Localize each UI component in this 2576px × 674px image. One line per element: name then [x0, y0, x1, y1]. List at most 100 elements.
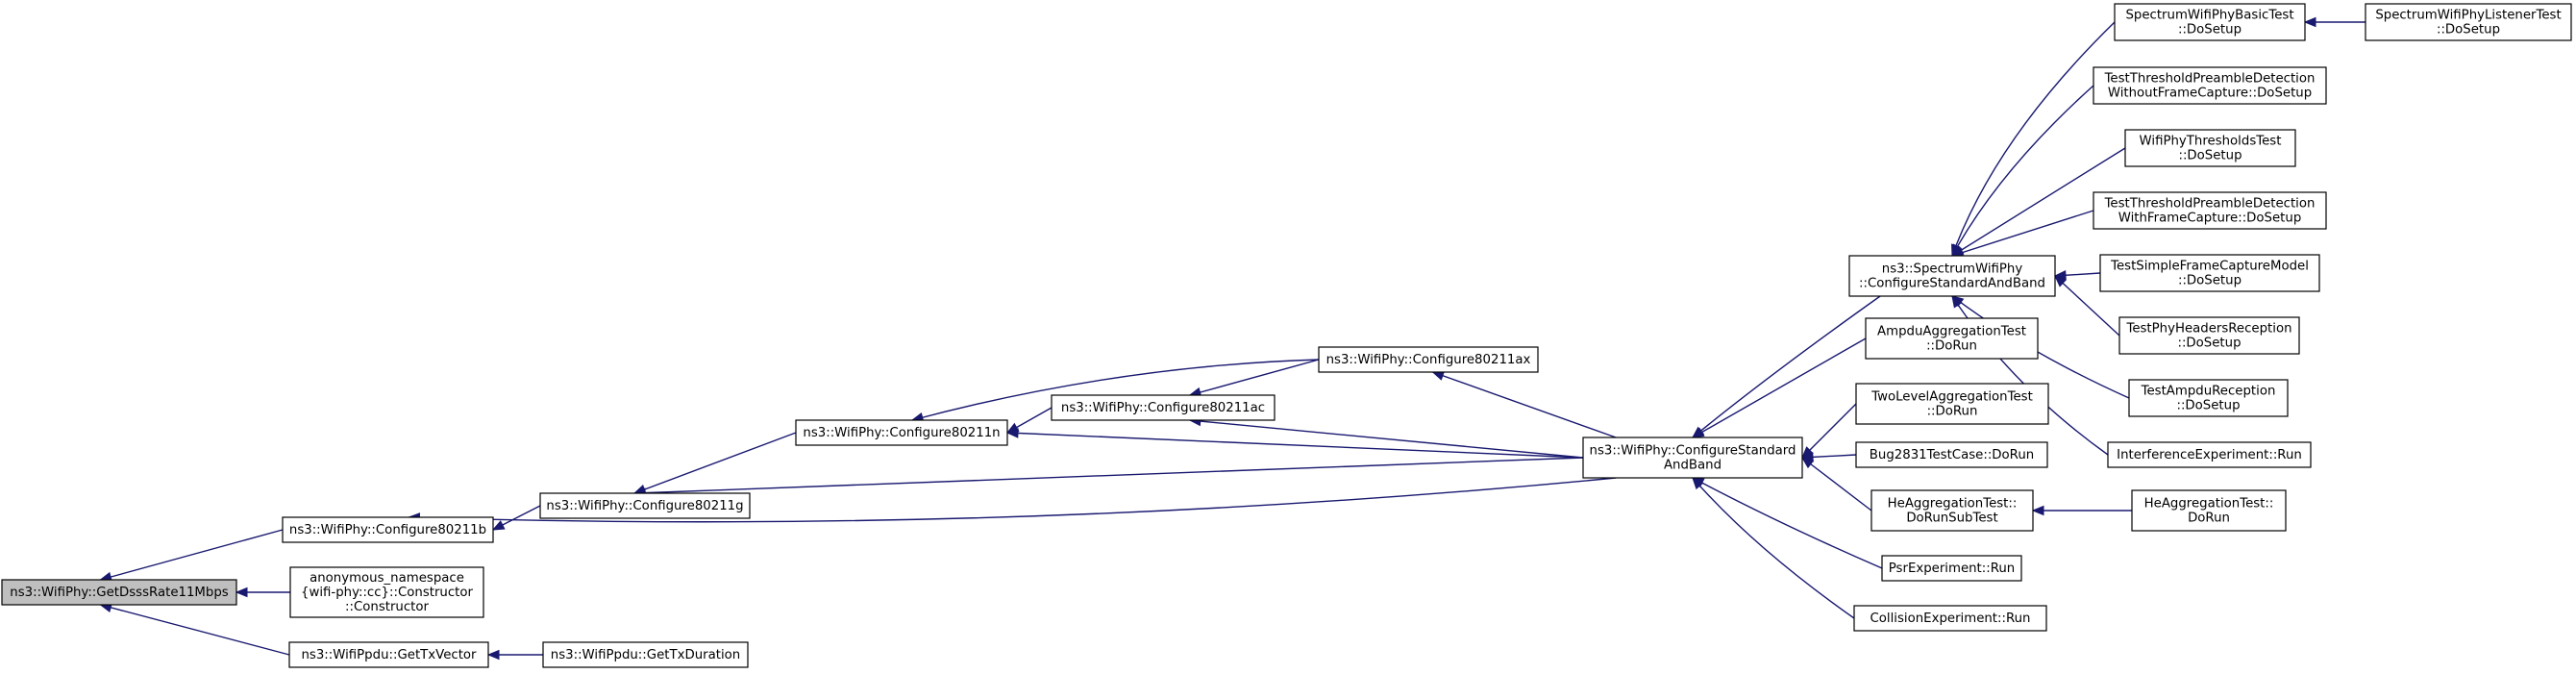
node-label: TestThresholdPreambleDetection	[2104, 197, 2316, 212]
edge-c80211n-to-c80211g	[633, 432, 797, 494]
node-wpthresholds[interactable]: WifiPhyThresholdsTest::DoSetup	[2124, 129, 2296, 167]
node-box-wpthresholds[interactable]	[2124, 129, 2296, 167]
node-psr[interactable]: PsrExperiment::Run	[1881, 555, 2022, 582]
node-box-ttpdwithout[interactable]	[2093, 66, 2327, 105]
node-label: ::ConfigureStandardAndBand	[1859, 277, 2045, 291]
arrowhead	[486, 649, 500, 661]
node-label: TestThresholdPreambleDetection	[2104, 72, 2316, 87]
node-box-herun[interactable]	[2131, 489, 2287, 532]
edges-layer	[99, 16, 2365, 661]
node-label: ::Constructor	[345, 600, 430, 614]
node-tsfcm[interactable]: TestSimpleFrameCaptureModel::DoSetup	[2099, 254, 2320, 292]
node-swpbasic[interactable]: SpectrumWifiPhyBasicTest::DoSetup	[2114, 3, 2306, 41]
node-label: PsrExperiment::Run	[1889, 562, 2015, 576]
node-label: ::DoSetup	[2437, 23, 2500, 37]
node-scsab[interactable]: ns3::SpectrumWifiPhy::ConfigureStandardA…	[1848, 255, 2056, 297]
node-label: ns3::SpectrumWifiPhy	[1882, 262, 2023, 277]
node-label: HeAggregationTest::	[2144, 497, 2274, 512]
node-label: InterferenceExperiment::Run	[2117, 448, 2302, 462]
node-label: ns3::WifiPhy::ConfigureStandard	[1590, 444, 1796, 459]
node-c80211ax[interactable]: ns3::WifiPhy::Configure80211ax	[1318, 346, 1539, 373]
node-label: ns3::WifiPhy::Configure80211b	[289, 523, 486, 537]
node-box-root[interactable]	[1, 579, 237, 606]
edge-psr-to-csab	[1692, 477, 1883, 569]
node-box-c80211b[interactable]	[282, 516, 494, 543]
arrowhead	[2031, 505, 2044, 516]
node-root[interactable]: ns3::WifiPhy::GetDsssRate11Mbps	[1, 579, 237, 606]
node-box-tphr[interactable]	[2118, 316, 2300, 355]
edge-csab-to-c80211b	[409, 477, 1617, 523]
node-label: DoRun	[2188, 512, 2230, 526]
node-box-interference[interactable]	[2107, 441, 2312, 468]
edge-csab-to-c80211ax	[1432, 371, 1617, 438]
node-box-c80211n[interactable]	[795, 419, 1008, 446]
node-box-ttpdwith[interactable]	[2093, 191, 2327, 230]
arrowhead	[1691, 427, 1705, 438]
node-box-tsfcm[interactable]	[2099, 254, 2320, 292]
node-box-collision[interactable]	[1853, 605, 2047, 632]
node-box-bug2831[interactable]	[1855, 441, 2048, 468]
edge-swpbasic-to-scsab	[1951, 21, 2116, 257]
arrowhead	[1431, 370, 1446, 381]
edge-wpthresholds-to-scsab	[1951, 147, 2126, 257]
node-ampdu[interactable]: AmpduAggregationTest::DoRun	[1865, 317, 2039, 360]
node-label: AmpduAggregationTest	[1877, 325, 2026, 339]
arrowhead	[491, 520, 506, 531]
node-label: ::DoRun	[1927, 405, 1978, 419]
node-c80211b[interactable]: ns3::WifiPhy::Configure80211b	[282, 516, 494, 543]
node-box-ampdu[interactable]	[1865, 317, 2039, 360]
node-ttpdwith[interactable]: TestThresholdPreambleDetectionWithFrameC…	[2093, 191, 2327, 230]
node-label: TestPhyHeadersReception	[2125, 322, 2291, 337]
node-hesub[interactable]: HeAggregationTest::DoRunSubTest	[1870, 489, 2034, 532]
node-gettxvector[interactable]: ns3::WifiPpdu::GetTxVector	[288, 641, 489, 668]
node-label: ::DoSetup	[2178, 23, 2242, 37]
node-label: ns3::WifiPhy::GetDsssRate11Mbps	[10, 586, 228, 600]
node-label: ns3::WifiPhy::Configure80211n	[803, 426, 1000, 440]
node-label: TestAmpduReception	[2141, 385, 2276, 399]
edge-csab-to-c80211ac	[1189, 419, 1584, 459]
node-label: WifiPhyThresholdsTest	[2140, 135, 2282, 149]
node-c80211ac[interactable]: ns3::WifiPhy::Configure80211ac	[1051, 394, 1276, 421]
node-box-anon[interactable]	[289, 566, 484, 618]
node-interference[interactable]: InterferenceExperiment::Run	[2107, 441, 2312, 468]
node-bug2831[interactable]: Bug2831TestCase::DoRun	[1855, 441, 2048, 468]
node-label: ::DoSetup	[2176, 399, 2240, 413]
node-label: WithFrameCapture::DoSetup	[2118, 212, 2302, 226]
node-c80211g[interactable]: ns3::WifiPhy::Configure80211g	[539, 492, 751, 519]
arrowhead	[2054, 275, 2068, 287]
node-box-gettxvector[interactable]	[288, 641, 489, 668]
node-swplistener[interactable]: SpectrumWifiPhyListenerTest::DoSetup	[2365, 3, 2572, 41]
node-box-csab[interactable]	[1582, 437, 1803, 479]
node-herun[interactable]: HeAggregationTest::DoRun	[2131, 489, 2287, 532]
node-box-hesub[interactable]	[1870, 489, 2034, 532]
node-anon[interactable]: anonymous_namespace{wifi-phy::cc}::Const…	[289, 566, 484, 618]
node-collision[interactable]: CollisionExperiment::Run	[1853, 605, 2047, 632]
node-label: ns3::WifiPhy::Configure80211g	[546, 499, 743, 513]
node-csab[interactable]: ns3::WifiPhy::ConfigureStandardAndBand	[1582, 437, 1803, 479]
node-label: WithoutFrameCapture::DoSetup	[2108, 87, 2312, 101]
node-label: HeAggregationTest::	[1888, 497, 2018, 512]
node-tphr[interactable]: TestPhyHeadersReception::DoSetup	[2118, 316, 2300, 355]
edge-ttpdwith-to-scsab	[1951, 210, 2094, 257]
node-label: ::DoSetup	[2178, 149, 2242, 163]
node-box-scsab[interactable]	[1848, 255, 2056, 297]
node-box-twolevel[interactable]	[1855, 383, 2049, 425]
node-box-psr[interactable]	[1881, 555, 2022, 582]
node-tampdu[interactable]: TestAmpduReception::DoSetup	[2128, 379, 2289, 417]
node-ttpdwithout[interactable]: TestThresholdPreambleDetectionWithoutFra…	[2093, 66, 2327, 105]
node-box-c80211g[interactable]	[539, 492, 751, 519]
node-box-swplistener[interactable]	[2365, 3, 2572, 41]
node-box-c80211ax[interactable]	[1318, 346, 1539, 373]
node-label: ns3::WifiPhy::Configure80211ac	[1061, 401, 1265, 415]
edge-twolevel-to-csab	[1801, 403, 1857, 459]
node-twolevel[interactable]: TwoLevelAggregationTest::DoRun	[1855, 383, 2049, 425]
node-box-c80211ac[interactable]	[1051, 394, 1276, 421]
node-label: AndBand	[1664, 459, 1721, 473]
node-box-swpbasic[interactable]	[2114, 3, 2306, 41]
node-c80211n[interactable]: ns3::WifiPhy::Configure80211n	[795, 419, 1008, 446]
node-gettxduration[interactable]: ns3::WifiPpdu::GetTxDuration	[542, 641, 749, 668]
node-box-tampdu[interactable]	[2128, 379, 2289, 417]
node-box-gettxduration[interactable]	[542, 641, 749, 668]
edge-gettxvector-to-root	[100, 604, 290, 656]
